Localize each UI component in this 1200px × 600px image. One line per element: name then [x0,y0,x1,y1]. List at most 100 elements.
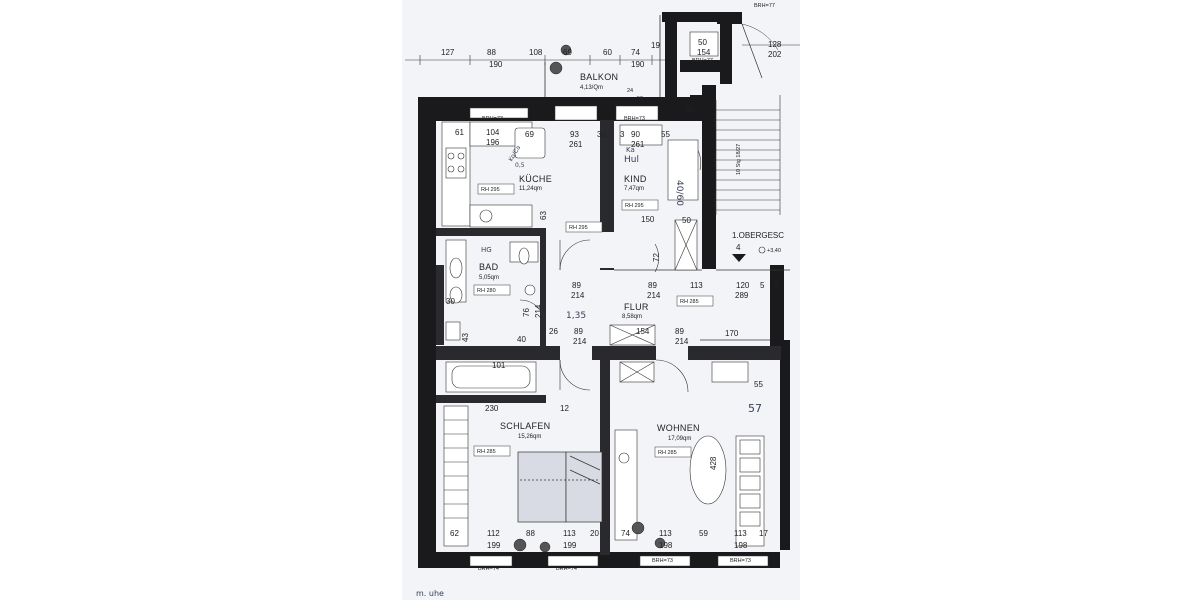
level-label: 1.OBERGESC [732,231,784,240]
note-bottom: m. uhe [416,589,444,598]
bad-rh-box [473,284,511,296]
dim-top-1: 88 [487,48,496,57]
kitchen-counter [441,121,546,228]
dim-tr-1: 154 [697,48,711,57]
brh-wohnen-2: BRH=73 [730,558,751,564]
flur-label: FLUR [624,302,649,312]
dim-b-4: 113 [563,529,576,538]
wohnen-label: WOHNEN [657,423,700,433]
wohnen-area: 17,09qm [668,436,691,442]
dim-k-14: 63 [539,211,548,220]
dim-l-11: 170 [725,329,739,338]
dim-bb-0: 101 [492,361,506,370]
door-openings [560,232,688,360]
schlafen-rh-box [473,445,511,457]
brh-wohnen-1: BRH=73 [652,558,673,564]
stair-label: 10 Stg 18/27 [736,144,742,175]
dim-l-5: 26 [549,327,558,336]
top-dimension-line [405,44,800,65]
brh-tower-inner: BRH=77 [692,58,713,64]
kind-rh-box [621,199,659,211]
dim-f-5: 120 [736,281,750,290]
dim-top-8: 19 [651,41,660,50]
dim-f-7: 5 [760,281,765,290]
dim-k-11: 150 [641,215,655,224]
dim-bb-2: 12 [560,404,569,413]
kind-rh: RH 295 [625,203,644,209]
staircase [715,95,781,215]
dim-bb-1: 230 [485,404,499,413]
dim-k-4: 93 [570,130,579,139]
dim-b-5: 199 [563,541,577,550]
dim-f-2: 89 [648,281,657,290]
dim-tr-2: 128 [768,40,782,49]
dim-b-7: 74 [621,529,630,538]
dim-b-0: 62 [450,529,459,538]
dim-b-12: 198 [734,541,748,550]
dim-k-10: 55 [661,130,670,139]
plant-icons [513,44,666,553]
dim-k-3: 69 [525,130,534,139]
schlafen-area: 15,26qm [518,434,541,440]
brh-schlafen-2: BRH=74 [556,566,577,572]
elevation-marker-icon [758,246,766,254]
dim-f-3: 214 [647,291,661,300]
dim-b-13: 17 [759,529,768,538]
dim-k-7: 3 [620,130,625,139]
dim-top-5: 60 [603,48,612,57]
dim-tr-3: 202 [768,50,782,59]
dim-l-1: 76 [522,308,531,317]
dim-b-10: 59 [699,529,708,538]
stair-tower [662,12,779,100]
kueche-rh: RH 295 [481,187,500,193]
dim-top-6: 74 [631,48,640,57]
dim-k-0: 61 [455,128,464,137]
kid-room-furniture [619,124,699,271]
level-mark-number: 4 [736,243,741,252]
bad-rh: RH 280 [477,288,496,294]
kueche-area: 11,24qm [519,186,542,192]
dim-l-3: 43 [461,333,470,342]
dim-b-3: 88 [526,529,535,538]
double-bed [517,451,603,523]
kind-area: 7,47qm [624,186,644,192]
dim-k-8: 90 [631,130,640,139]
dim-top-4: 69 [563,48,572,57]
note-bad: HG [481,246,492,254]
flur-rh: RH 285 [680,299,699,305]
brh-tower: BRH=77 [754,3,775,9]
dim-l-7: 214 [573,337,587,346]
note-kid-2: Ka [626,146,635,154]
living-room-furniture [609,324,765,547]
note-wall: 40/60 [674,180,684,206]
dim-f-6: 289 [735,291,749,300]
brh-kueche: BRH=73 [482,116,503,122]
bad-label: BAD [479,262,499,272]
bedroom-wardrobe [443,405,469,547]
bad-area: 5,05qm [479,275,499,281]
dim-f-4: 113 [690,281,703,290]
dim-tr-0: 50 [698,38,707,47]
note-kitchen-2: 0,5 [515,162,525,169]
top-windows [469,105,659,121]
dim-f-0: 89 [572,281,581,290]
level-marker-icon [732,254,746,262]
dim-k-9: 261 [631,140,645,149]
dim-f-8: 5 [774,281,779,290]
bottom-windows [469,555,769,567]
dim-b-9: 198 [659,541,673,550]
note-kid: Hul [624,155,639,165]
dim-top-2: 190 [489,60,503,69]
dim-tr-4: 24 [627,88,633,94]
dim-b-6: 20 [590,529,599,538]
dim-tr-5: 59 [637,96,643,102]
dim-top-7: 190 [631,60,645,69]
dim-bb-3: 55 [754,380,763,389]
wohnen-rh: RH 285 [658,450,677,456]
dim-l-4: 40 [517,335,526,344]
dim-k-13: 72 [652,253,661,262]
balkon-area: 4,13/Qm [580,85,603,91]
dim-l-10: 214 [675,337,689,346]
dim-l-6: 89 [574,327,583,336]
flur-area: 8,58qm [622,314,642,320]
